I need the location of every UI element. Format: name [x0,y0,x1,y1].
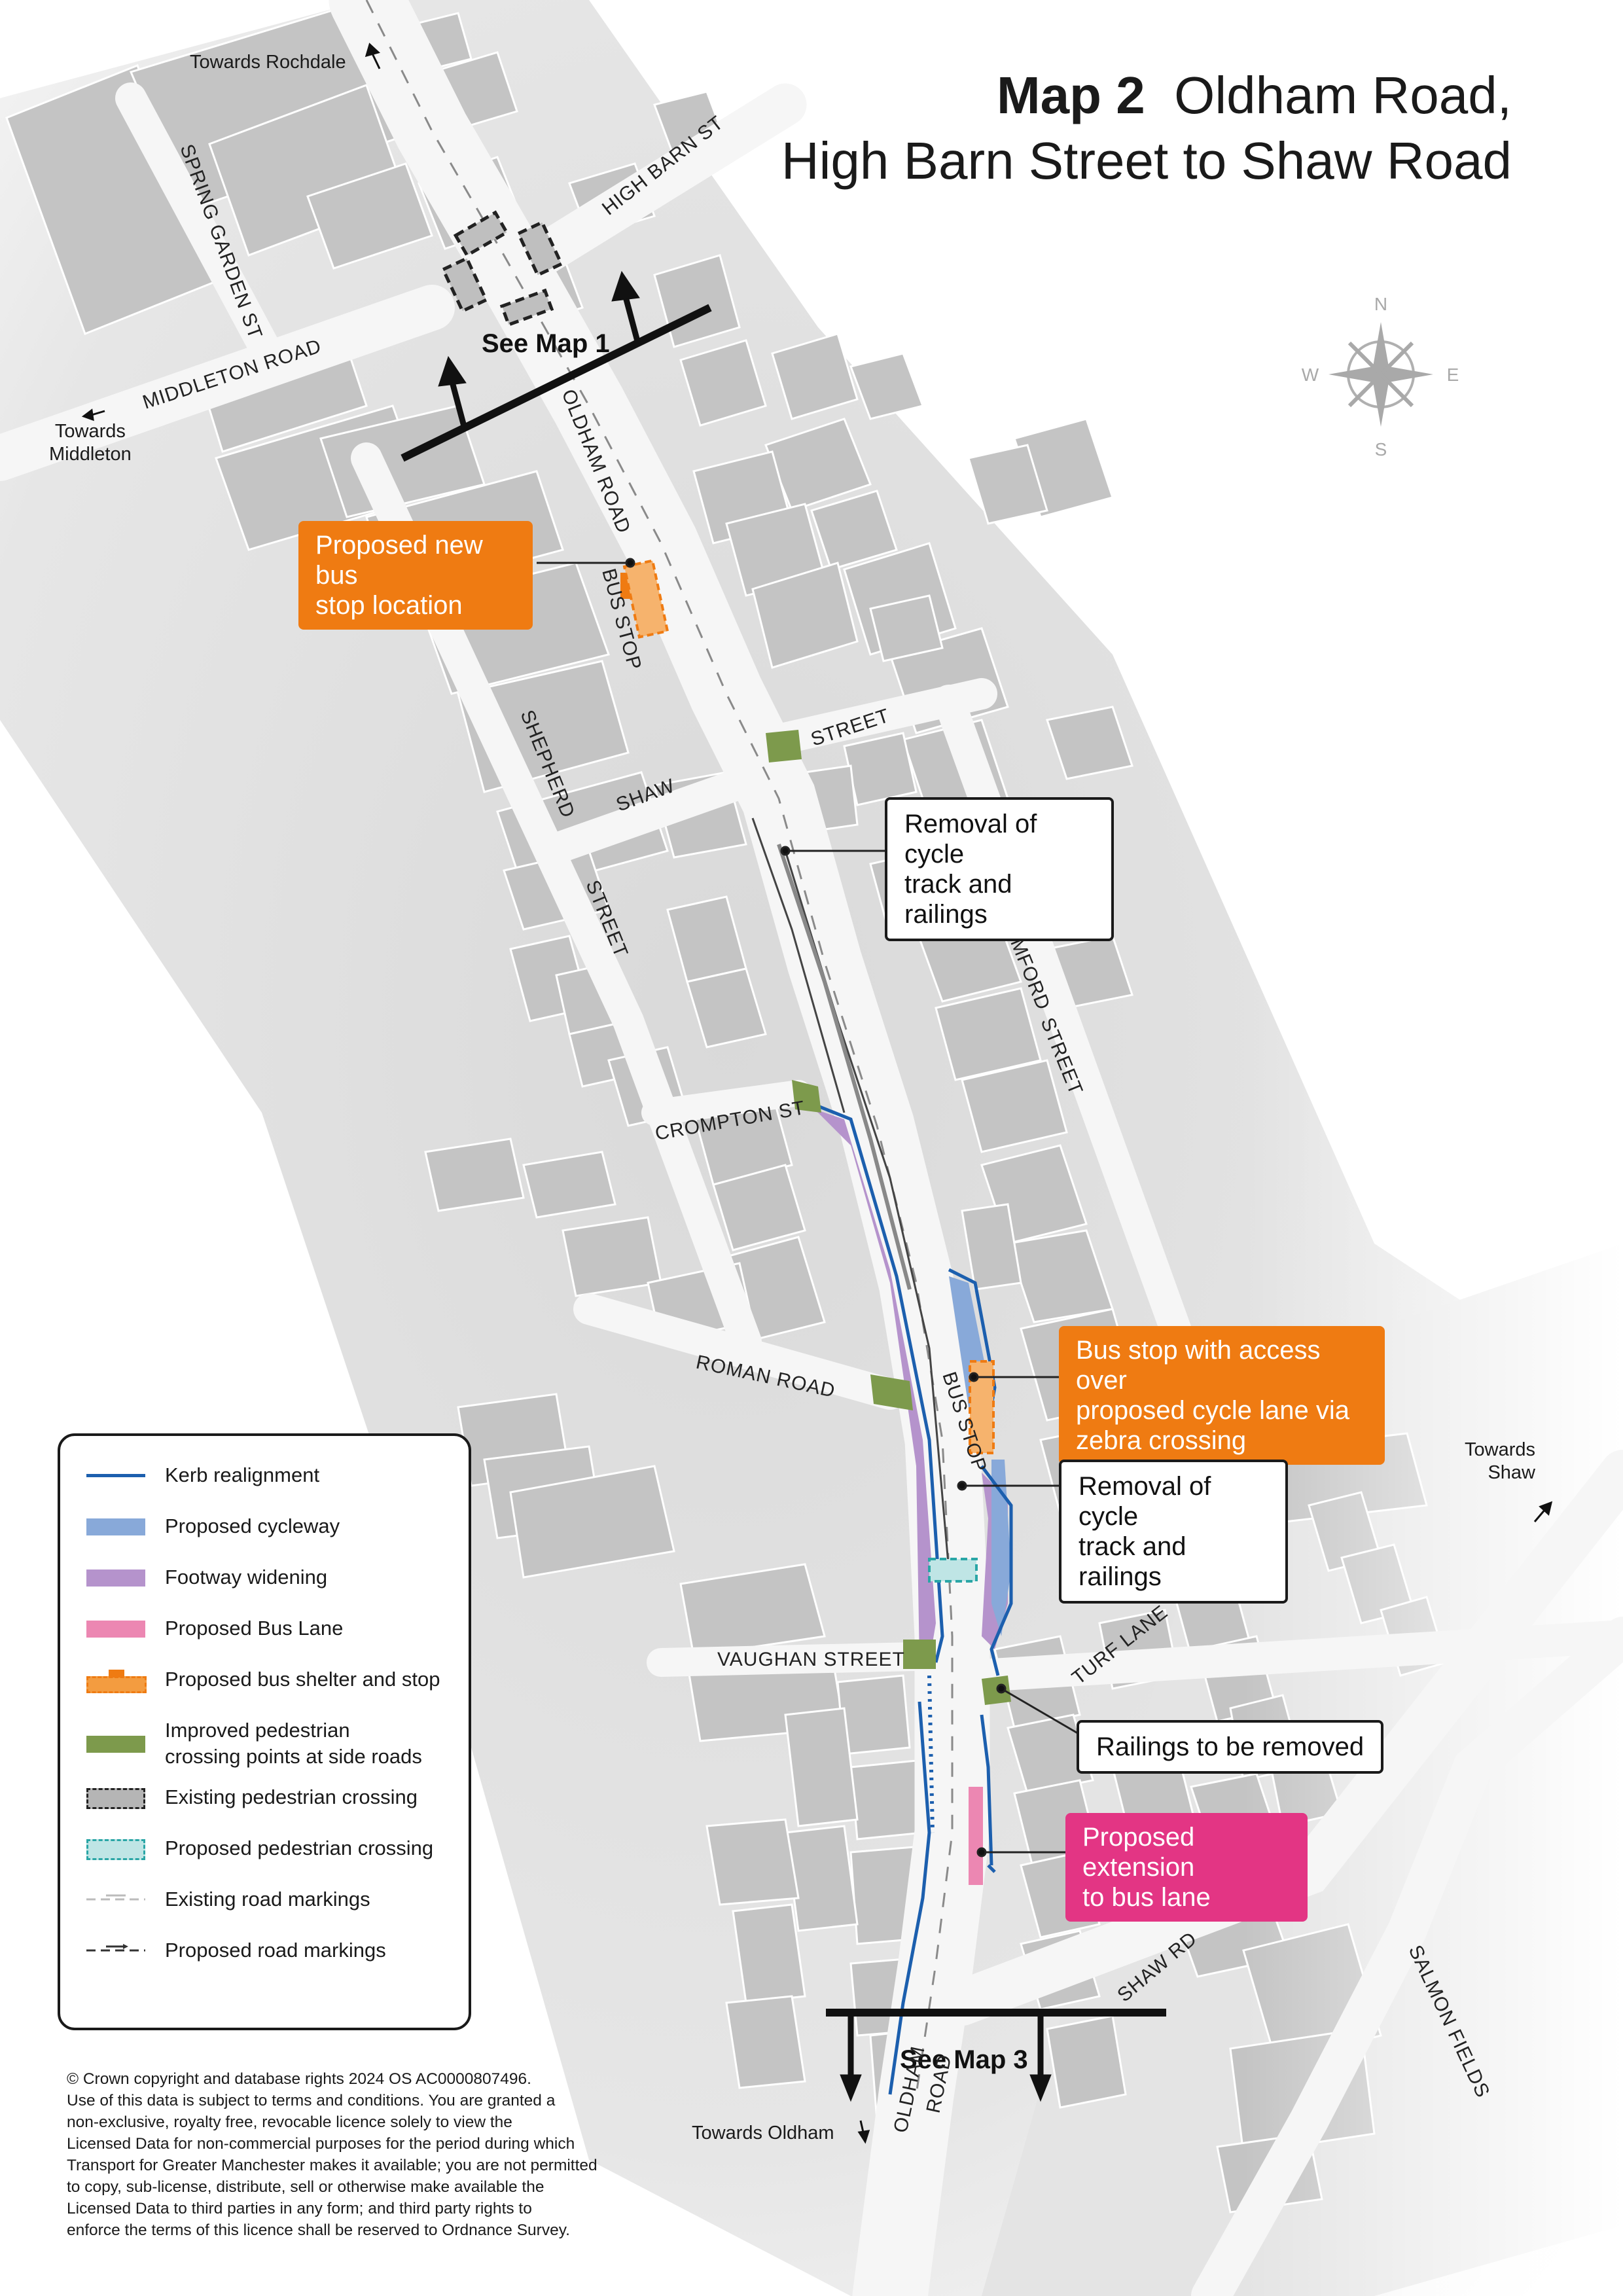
towards-oldham-label: Towards Oldham [692,2123,834,2144]
legend-swatch [86,1786,145,1809]
legend-item: Proposed Bus Lane [86,1615,343,1641]
copyright-notice: © Crown copyright and database rights 20… [67,2070,597,2239]
title-line-2: High Barn Street to Shaw Road [781,132,1512,190]
legend-label: Improved pedestrian crossing points at s… [165,1719,422,1768]
direction-arrows [81,43,1553,2144]
map-title: Map 2 Oldham Road, High Barn Street to S… [781,63,1512,194]
buildings [5,0,1448,2214]
callout-removal-cycle-track-1: Removal of cycle track and railings [885,797,1114,941]
see-map-1-marker [401,270,712,462]
towards-rochdale-label: Towards Rochdale [190,52,346,73]
legend-item: Existing road markings [86,1886,370,1912]
legend-label: Kerb realignment [165,1463,320,1486]
legend-label: Proposed bus shelter and stop [165,1668,440,1691]
map-number: Map 2 [997,66,1145,124]
legend-swatch [86,1464,145,1486]
see-map-1-label[interactable]: See Map 1 [482,329,610,358]
callout-removal-cycle-track-2: Removal of cycle track and railings [1059,1460,1288,1604]
callout-railings-removed: Railings to be removed [1077,1720,1384,1774]
svg-text:N: N [1374,294,1387,314]
svg-text:W: W [1302,365,1319,385]
title-line-1: Oldham Road, [1174,66,1512,124]
legend-label: Existing pedestrian crossing [165,1785,418,1808]
callout-new-bus-stop: Proposed new bus stop location [298,521,533,630]
legend-swatch [86,1888,145,1910]
legend-swatch [86,1939,145,1962]
compass-rose: N S W E [1302,294,1459,459]
legend-swatch [86,1668,147,1693]
svg-text:S: S [1375,439,1387,459]
legend-item: Existing pedestrian crossing [86,1784,418,1810]
legend-label: Existing road markings [165,1888,370,1910]
legend-swatch [86,1566,145,1588]
callout-bus-lane-extension: Proposed extension to bus lane [1065,1813,1308,1922]
legend-swatch [86,1515,145,1537]
legend-item: Footway widening [86,1564,327,1590]
legend-label: Proposed cycleway [165,1515,340,1537]
see-map-3-label[interactable]: See Map 3 [900,2045,1028,2074]
legend-label: Footway widening [165,1566,328,1588]
street-label-vaughan: VAUGHAN STREET [717,1649,905,1670]
legend-item: Proposed cycleway [86,1513,340,1539]
callout-bus-stop-zebra: Bus stop with access over proposed cycle… [1059,1326,1385,1465]
towards-middleton-label: Towards Middleton [49,421,132,465]
see-map-3-marker [826,2009,1166,2102]
railings-line [777,844,912,1290]
legend-label: Proposed Bus Lane [165,1617,344,1640]
legend-item: Improved pedestrian crossing points at s… [86,1717,422,1770]
right-edge-fade [1243,0,1623,2296]
legend-label: Proposed pedestrian crossing [165,1837,434,1859]
legend-swatch [86,1617,145,1640]
legend-item: Proposed road markings [86,1937,386,1964]
legend-label: Proposed road markings [165,1939,386,1962]
legend-item: Proposed pedestrian crossing [86,1835,433,1861]
legend-swatch [86,1732,145,1755]
legend-item: Proposed bus shelter and stop [86,1666,440,1693]
scheme-features [440,210,1013,2095]
legend-swatch [86,1837,145,1860]
towards-shaw-label: Towards Shaw [1465,1439,1535,1483]
svg-text:E: E [1447,365,1459,385]
legend-item: Kerb realignment [86,1462,319,1488]
leader-lines [537,558,1080,1857]
